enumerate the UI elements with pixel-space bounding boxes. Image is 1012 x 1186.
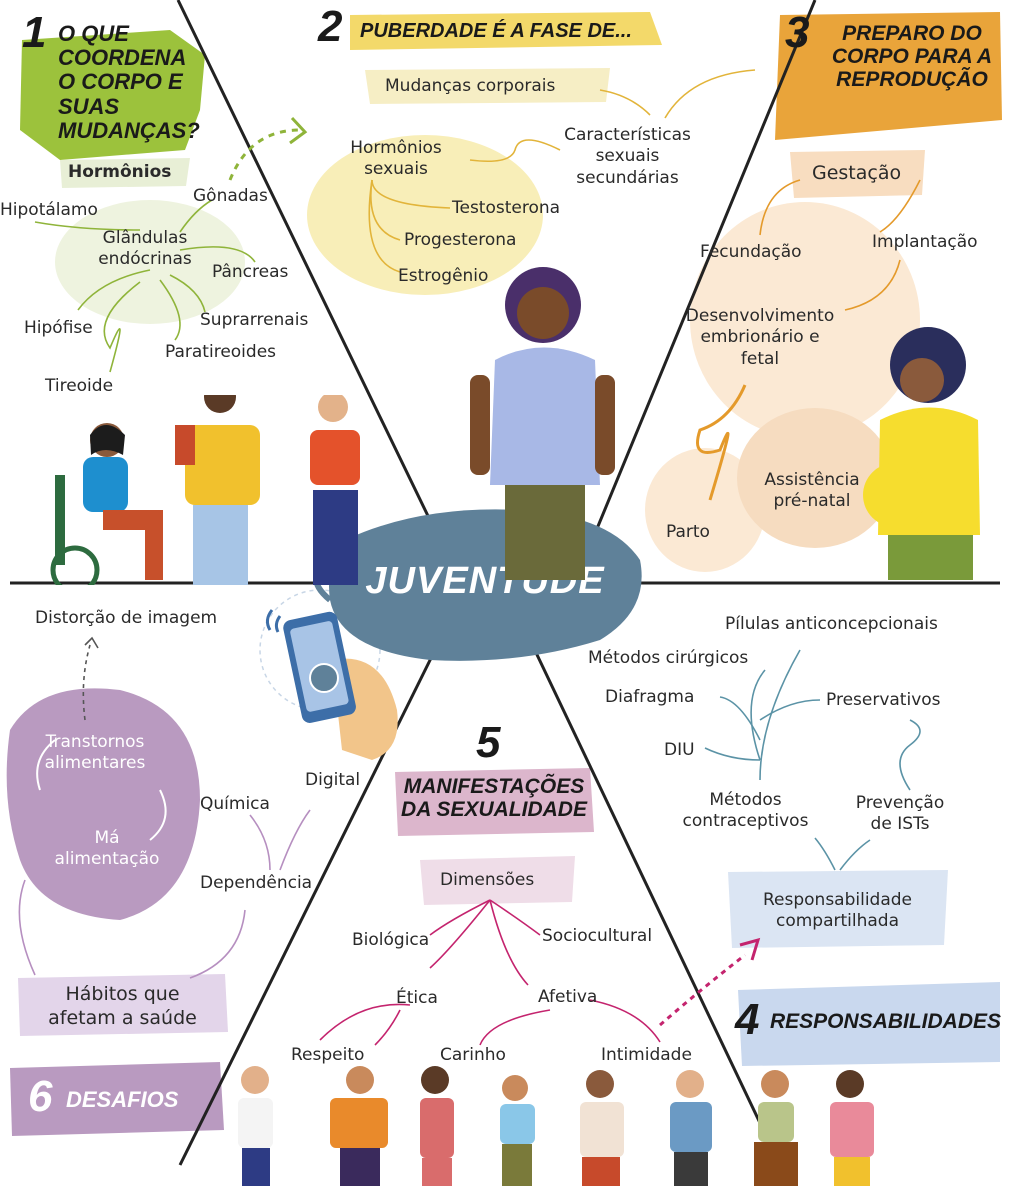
s5-dim-bg [420, 856, 575, 905]
s2-title: Puberdade é a fase de... [360, 20, 632, 42]
s1-pancreas: Pâncreas [212, 262, 289, 282]
s4-diu: DIU [664, 740, 695, 760]
s1-title-blob [20, 30, 205, 160]
s2-title-blob [350, 12, 662, 50]
s3-assist-blob [737, 408, 893, 548]
s2-number: 2 [318, 2, 343, 51]
s1-hipofise: Hipófise [24, 318, 93, 338]
s5-arrows [319, 899, 661, 1046]
s1-glandulas: Glândulas endócrinas [98, 228, 192, 270]
divider-line-2 [573, 0, 817, 583]
s3-gestacao-bg [790, 150, 925, 198]
s5-intimidade: Intimidade [601, 1045, 692, 1065]
s5-respeito: Respeito [291, 1045, 365, 1065]
s5-carinho: Carinho [440, 1045, 506, 1065]
s3-assistencia: Assistência pré-natal [764, 470, 860, 512]
s3-dev-blob [690, 202, 920, 438]
s5-title-blob [395, 768, 594, 836]
s4-contraceptivos: Métodos contraceptivos [682, 790, 809, 832]
s5-people-row-illustration [238, 1066, 874, 1186]
s1-people-illustration [50, 395, 360, 585]
s4-diafragma: Diafragma [605, 687, 695, 707]
s5-etica: Ética [396, 988, 438, 1008]
s1-suprarrenais: Suprarrenais [200, 310, 309, 330]
s5-sociocultural: Sociocultural [542, 926, 653, 946]
s2-hormones-blob [307, 135, 543, 295]
s6-habitos: Hábitos que afetam a saúde [48, 983, 197, 1029]
s4-title: Responsabilidades [770, 1010, 1002, 1033]
s1-hormonios: Hormônios [68, 162, 172, 182]
s4-preservativos: Preservativos [826, 690, 941, 710]
s2-caracteristicas: Características sexuais secundárias [564, 125, 691, 188]
s5-biologica: Biológica [352, 930, 430, 950]
s5-title: Manifestações da sexualidade [401, 775, 587, 822]
s1-paratireoides: Paratireoides [165, 342, 277, 362]
s5-afetiva: Afetiva [538, 987, 598, 1007]
s1-glands-blob [55, 200, 245, 324]
s3-arrows [696, 179, 921, 501]
divider-line-4 [528, 639, 782, 1166]
s2-progesterona: Progesterona [404, 230, 517, 250]
s1-tireoide: Tireoide [45, 376, 114, 396]
s3-desenvolvimento: Desenvolvimento embrionário e fetal [685, 306, 835, 369]
s4-responsabilidade: Responsabilidade compartilhada [762, 890, 913, 932]
s2-arrows [368, 69, 756, 273]
s6-arrows [18, 636, 311, 979]
s6-title: Desafios [66, 1087, 179, 1112]
s6-quimica: Química [200, 794, 270, 814]
s1-gonadas: Gônadas [193, 186, 268, 206]
s2-estrogenio: Estrogênio [398, 266, 489, 286]
s1-number: 1 [22, 8, 47, 57]
s3-title: Preparo do corpo para a reprodução [831, 22, 993, 92]
s4-number: 4 [735, 995, 760, 1044]
s4-cirurgicos: Métodos cirúrgicos [588, 648, 749, 668]
s4-title-blob [738, 982, 1000, 1066]
s3-title-blob [775, 12, 1002, 140]
s1-hipotalamo: Hipotálamo [0, 200, 98, 220]
s5-number: 5 [476, 718, 501, 767]
s2-hormonios-sexuais: Hormônios sexuais [350, 138, 442, 180]
s1-title: O que coordena o corpo e suas mudanças? [58, 21, 200, 143]
s6-ma-alimentacao: Má alimentação [54, 828, 160, 870]
s1-hormonios-bg [60, 158, 190, 188]
s6-habitos-bg [18, 974, 228, 1036]
s6-transtornos: Transtornos alimentares [44, 732, 146, 774]
s3-gestacao: Gestação [812, 162, 902, 184]
smartphone-illustration [265, 609, 398, 760]
s2-mudancas: Mudanças corporais [385, 76, 556, 96]
s3-parto-blob [645, 448, 765, 572]
s6-distorcao: Distorção de imagem [35, 608, 218, 628]
s5-dimensoes: Dimensões [440, 870, 535, 890]
s3-implantacao: Implantação [872, 232, 978, 252]
s4-prevencao: Prevenção de ISTs [855, 793, 945, 835]
s4-pilulas: Pílulas anticoncepcionais [725, 614, 938, 634]
s6-dependencia: Dependência [200, 873, 313, 893]
s6-number: 6 [28, 1072, 53, 1121]
s4-arrows [659, 649, 921, 1027]
s2-mudancas-bg [365, 68, 610, 104]
s4-resp-bg [728, 870, 948, 948]
s3-fecundacao: Fecundação [700, 242, 802, 262]
s6-digital: Digital [305, 770, 361, 790]
s2-person-illustration [470, 267, 615, 580]
s3-parto: Parto [666, 522, 710, 542]
s6-title-blob [10, 1062, 224, 1136]
s6-purple-blob [6, 688, 200, 920]
s3-pregnant-illustration [863, 327, 980, 580]
s3-number: 3 [785, 8, 810, 57]
divider-line-1 [176, 0, 462, 583]
s2-testosterona: Testosterona [452, 198, 561, 218]
s1-arrows [34, 116, 308, 373]
